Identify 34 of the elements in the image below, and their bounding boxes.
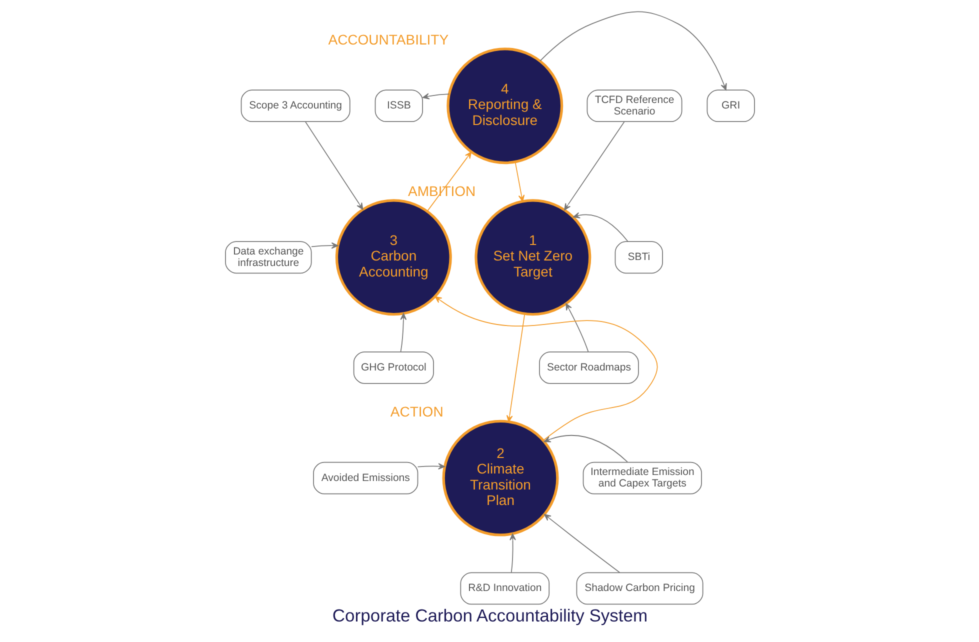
arrow — [514, 162, 524, 202]
diagram-title: Corporate Carbon Accountability System — [332, 606, 648, 626]
arrow — [310, 242, 338, 249]
node-label: ACCOUNTABILITY — [328, 31, 448, 48]
arrow — [422, 93, 450, 100]
node-circle: 2 Climate Transition Plan — [442, 420, 558, 536]
arrow — [565, 303, 588, 352]
arrow — [544, 514, 620, 573]
node-box: Data exchange infrastructure — [224, 241, 312, 274]
node-box: GHG Protocol — [352, 352, 434, 384]
arrow — [506, 313, 525, 422]
arrow — [564, 121, 624, 210]
node-box: GRI — [706, 90, 754, 122]
node-box: Sector Roadmaps — [538, 352, 638, 384]
node-box: Shadow Carbon Pricing — [576, 572, 703, 605]
arrow — [543, 434, 628, 462]
node-circle: 4 Reporting & Disclosure — [446, 48, 563, 164]
arrow — [572, 212, 628, 242]
node-box: ISSB — [374, 90, 422, 122]
node-box: TCFD Reference Scenario — [586, 90, 682, 122]
node-box: R&D Innovation — [460, 572, 550, 605]
arrow — [509, 533, 516, 573]
arrow — [434, 296, 658, 441]
node-box: Scope 3 Accounting — [240, 90, 350, 122]
node-circle: 1 Set Net Zero Target — [474, 199, 591, 316]
node-label: ACTION — [390, 404, 443, 420]
node-circle: 3 Carbon Accounting — [334, 199, 452, 316]
node-box: Intermediate Emission and Capex Targets — [582, 462, 702, 494]
node-box: SBTi — [614, 241, 662, 274]
arrow — [304, 121, 363, 210]
arrow — [400, 313, 406, 352]
arrow — [539, 11, 726, 90]
arrow — [416, 463, 445, 470]
node-box: Avoided Emissions — [312, 462, 418, 494]
